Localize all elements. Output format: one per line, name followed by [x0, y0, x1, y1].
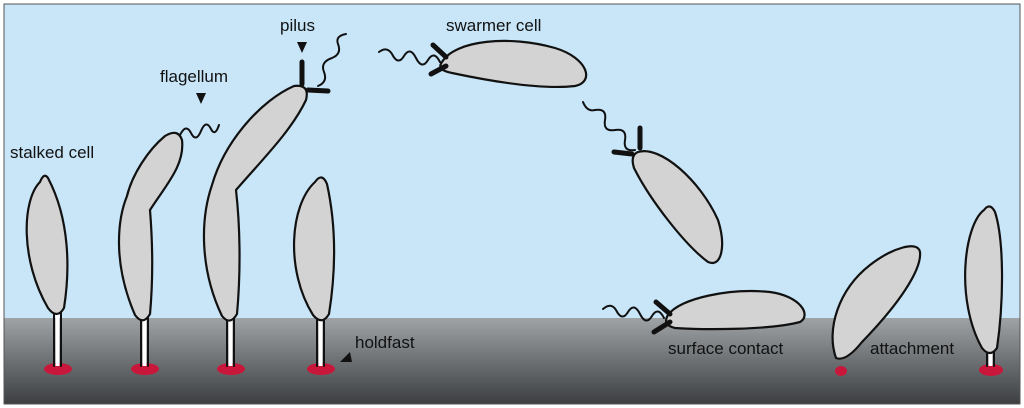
pilus-bar — [305, 87, 331, 94]
swarmer-cell-top — [378, 39, 588, 89]
attachment-cell-tilted — [831, 245, 922, 376]
pilus-arrow — [297, 42, 307, 53]
cell-body — [25, 174, 69, 316]
cell-body — [831, 245, 922, 360]
surface-contact-cell — [602, 290, 806, 335]
swarmer-cell-tilted — [582, 101, 724, 265]
pilus-bar — [428, 63, 449, 77]
pilus-bar — [611, 149, 635, 157]
pilus-bar — [651, 319, 673, 335]
flagellum — [317, 33, 347, 87]
holdfast-dot — [44, 363, 72, 375]
cell-body — [439, 39, 588, 89]
label-surface-contact: surface contact — [668, 339, 784, 358]
label-flagellum: flagellum — [160, 67, 228, 86]
holdfast-dot — [131, 363, 159, 375]
flagellum — [378, 48, 441, 66]
frame — [3, 3, 1021, 405]
label-pilus: pilus — [280, 16, 315, 35]
pilus-bar — [653, 299, 673, 317]
cell-body — [665, 290, 806, 331]
flagellum — [602, 304, 665, 322]
label-holdfast: holdfast — [355, 333, 415, 352]
label-attachment: attachment — [870, 339, 954, 358]
holdfast-arrow — [340, 352, 352, 362]
cell-body — [117, 131, 184, 322]
cell-body — [631, 150, 724, 265]
holdfast-dot — [835, 366, 847, 376]
flagellum — [582, 101, 636, 152]
flagellum — [179, 123, 220, 139]
label-swarmer-cell: swarmer cell — [446, 16, 541, 35]
holdfast-dot — [217, 363, 245, 375]
attachment-cell-stalked — [964, 205, 1004, 376]
holdfast-dot — [307, 363, 335, 375]
pilus-bar — [430, 42, 449, 60]
predivisional-cell-flagellum — [117, 123, 220, 375]
label-stalked-cell: stalked cell — [10, 143, 94, 162]
flagellum-arrow — [196, 93, 206, 104]
predivisional-cell-pilus — [202, 33, 347, 375]
cell-body — [202, 84, 308, 322]
cell-body — [964, 205, 1004, 355]
cell-body — [292, 176, 336, 322]
stalked-cell-1 — [25, 174, 72, 375]
stalked-cell-2 — [292, 176, 336, 375]
holdfast-dot — [979, 364, 1003, 376]
